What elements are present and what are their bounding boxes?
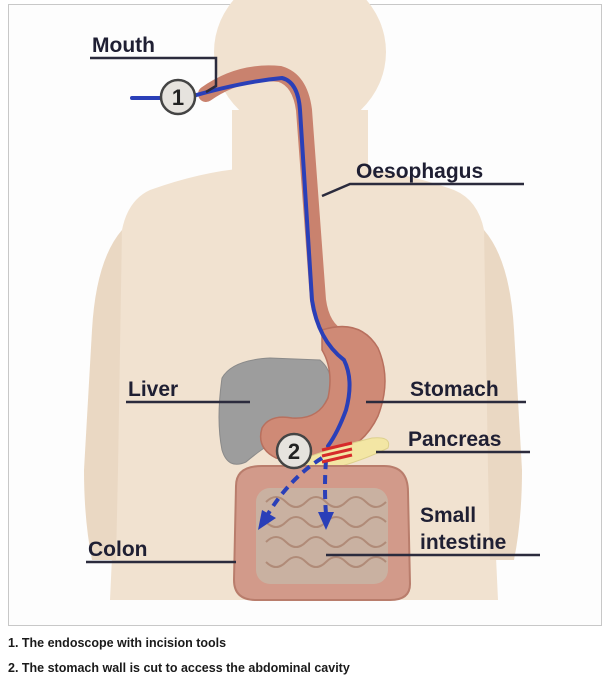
- small-intestine-label-line2: intestine: [420, 531, 506, 554]
- stomach-label: Stomach: [410, 378, 499, 401]
- mouth-leader-line: [90, 58, 216, 92]
- small-intestine-label-line1: Small: [420, 504, 476, 527]
- pancreas-label: Pancreas: [408, 428, 501, 451]
- endoscopy-anatomy-diagram: 1 2 Mouth Oesophagus Liver Stomach Pancr…: [0, 0, 604, 630]
- step-1-marker: 1: [161, 80, 195, 114]
- step-1-number: 1: [172, 85, 184, 110]
- oesophagus-label: Oesophagus: [356, 160, 483, 183]
- colon-label: Colon: [88, 538, 147, 561]
- mouth-label: Mouth: [92, 34, 155, 57]
- intestines: [234, 466, 410, 600]
- left-arm-shape: [84, 230, 122, 560]
- caption-step-2: 2. The stomach wall is cut to access the…: [8, 661, 350, 675]
- step-2-number: 2: [288, 439, 300, 464]
- liver-label: Liver: [128, 378, 178, 401]
- step-2-marker: 2: [277, 434, 311, 468]
- caption-step-1: 1. The endoscope with incision tools: [8, 636, 226, 650]
